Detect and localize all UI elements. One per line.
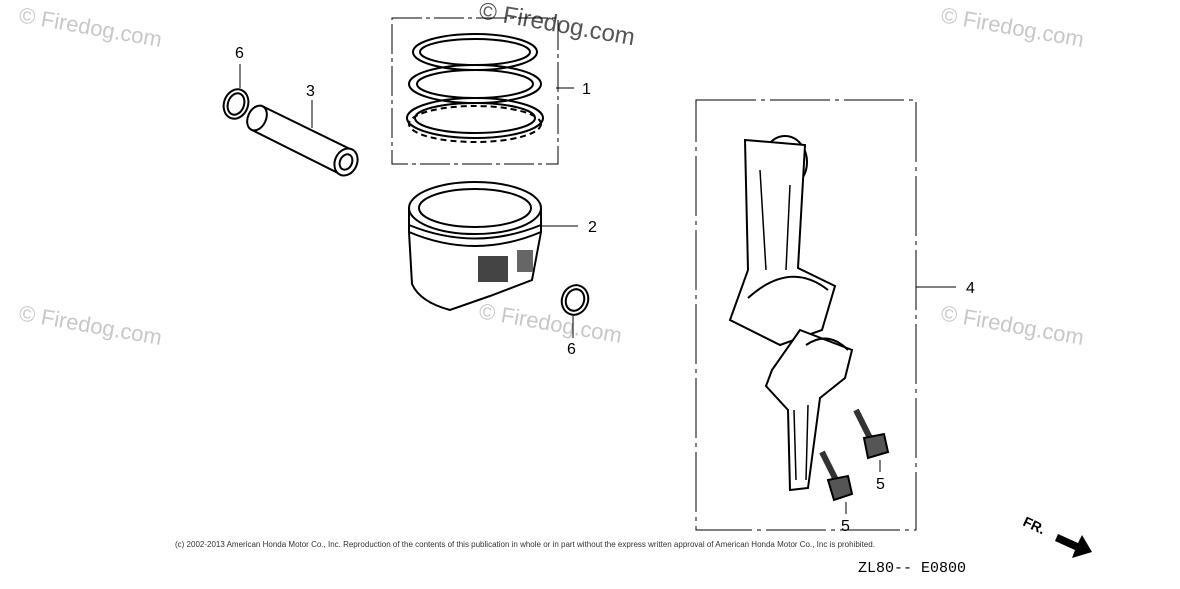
diagram-code: ZL80-- E0800	[858, 560, 967, 577]
piston	[408, 181, 578, 312]
callout-5-lower: 5	[841, 518, 850, 535]
piston-pin	[246, 100, 359, 177]
callout-1: 1	[582, 81, 591, 98]
callout-6-lower: 6	[567, 341, 576, 358]
callout-numbers: 1 2 3 4 5 5 6 6	[235, 45, 975, 535]
watermark-mid-left: © Firedog.com	[17, 300, 164, 350]
piston-ring-set	[391, 17, 574, 165]
piston-pin-clips	[222, 64, 590, 338]
callout-2: 2	[588, 219, 597, 236]
front-direction-marker: FR.	[1021, 513, 1092, 558]
front-arrow-icon	[1055, 534, 1092, 558]
callout-6-upper: 6	[235, 45, 244, 62]
connecting-rod-set	[695, 99, 956, 531]
watermark-mid-center: © Firedog.com	[477, 298, 624, 348]
watermark-mid-right: © Firedog.com	[939, 300, 1086, 350]
watermarks: © Firedog.com © Firedog.com © Firedog.co…	[17, 0, 1086, 350]
front-label: FR.	[1021, 513, 1048, 537]
callout-5-upper: 5	[876, 476, 885, 493]
callout-4: 4	[966, 280, 975, 297]
copyright-notice: (c) 2002-2013 American Honda Motor Co., …	[175, 540, 875, 549]
watermark-top-center: © Firedog.com	[477, 0, 637, 51]
connecting-rod-bolts	[819, 408, 890, 514]
watermark-top-left: © Firedog.com	[17, 2, 164, 52]
callout-3: 3	[306, 83, 315, 100]
watermark-top-right: © Firedog.com	[939, 2, 1086, 52]
